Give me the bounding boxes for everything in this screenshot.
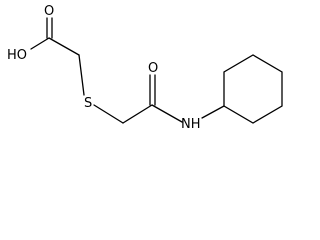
structure-canvas: O HO S O NH	[7, 4, 283, 132]
bond-c1-oh	[30, 37, 50, 50]
bond-s-c3	[93, 104, 124, 124]
bond-c3-c4	[122, 104, 153, 124]
atom-nitrogen-label: NH	[181, 117, 201, 132]
bond-c4-n	[151, 104, 183, 123]
bond-c2-s	[78, 54, 85, 96]
cyclohexane-ring	[223, 54, 283, 124]
molecule-drawing: O HO S O NH	[7, 4, 283, 132]
bond-n-ring	[201, 105, 225, 119]
atom-o-amide-label: O	[148, 61, 158, 76]
atom-sulfur-label: S	[84, 96, 92, 111]
bond-c1-c2	[48, 37, 80, 56]
atom-o-acid-label: O	[44, 4, 54, 19]
atom-hydroxyl-label: HO	[7, 48, 27, 63]
